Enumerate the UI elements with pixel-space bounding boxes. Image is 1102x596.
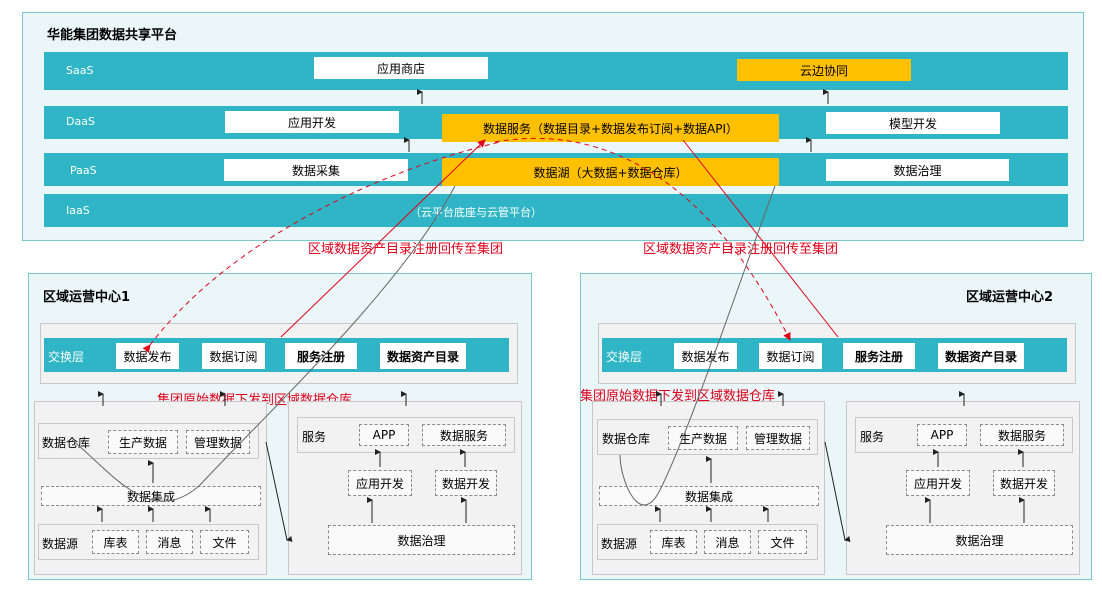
region1-file-box: 文件 — [200, 530, 249, 554]
region1-governance-box: 数据治理 — [328, 525, 515, 555]
model-dev-box: 模型开发 — [826, 112, 1000, 134]
region1-management-data-box: 管理数据 — [186, 430, 250, 454]
daas-layer-label: DaaS — [66, 115, 95, 128]
region2-message-box: 消息 — [704, 530, 751, 554]
paas-layer-label: PaaS — [70, 164, 97, 177]
region1-service-register-box: 服务注册 — [285, 343, 357, 369]
region2-table-box: 库表 — [650, 530, 697, 554]
platform-title: 华能集团数据共享平台 — [47, 28, 178, 43]
daas-app-dev-box: 应用开发 — [225, 111, 399, 133]
distribute-annotation-right: 集团原始数据下发到区域数据仓库 — [580, 389, 776, 404]
region2-subscribe-box: 数据订阅 — [759, 343, 822, 369]
region2-data-dev-box: 数据开发 — [993, 470, 1055, 496]
region1-arrows — [97, 391, 467, 542]
region1-production-data-box: 生产数据 — [108, 430, 178, 454]
region2-arrows — [655, 391, 1025, 542]
region1-source-label: 数据源 — [42, 537, 79, 551]
distribution-paths — [71, 185, 776, 506]
iaas-layer-bar — [44, 194, 1068, 227]
region1-data-service-box: 数据服务 — [422, 424, 506, 446]
region2-title: 区域运营中心2 — [966, 290, 1054, 305]
region2-exchange-label: 交换层 — [606, 350, 643, 364]
platform-up-arrows — [404, 89, 829, 152]
region1-data-dev-box: 数据开发 — [435, 470, 497, 496]
region1-app-dev-box: 应用开发 — [348, 470, 412, 496]
region2-file-box: 文件 — [758, 530, 807, 554]
iaas-description: （云平台底座与云管平台） — [410, 206, 542, 219]
region2-governance-box: 数据治理 — [886, 525, 1073, 555]
region1-subscribe-box: 数据订阅 — [202, 343, 265, 369]
region2-asset-catalog-box: 数据资产目录 — [938, 343, 1024, 369]
registration-paths — [142, 137, 839, 353]
region2-service-label: 服务 — [860, 430, 885, 444]
region1-integration-box: 数据集成 — [41, 486, 261, 506]
app-store-box: 应用商店 — [314, 57, 488, 79]
saas-layer-label: SaaS — [66, 64, 94, 77]
region1-app-box: APP — [359, 424, 409, 446]
region2-data-service-box: 数据服务 — [980, 424, 1064, 446]
region1-title: 区域运营中心1 — [43, 290, 131, 305]
region1-table-box: 库表 — [92, 530, 139, 554]
region1-warehouse-label: 数据仓库 — [42, 436, 91, 450]
region1-exchange-label: 交换层 — [48, 350, 85, 364]
register-annotation-left: 区域数据资产目录注册回传至集团 — [308, 242, 504, 257]
region2-app-dev-box: 应用开发 — [906, 470, 970, 496]
region2-source-label: 数据源 — [601, 537, 638, 551]
region2-service-register-box: 服务注册 — [843, 343, 915, 369]
region1-asset-catalog-box: 数据资产目录 — [380, 343, 466, 369]
region2-integration-box: 数据集成 — [599, 486, 819, 506]
data-lake-box: 数据湖（大数据+数据仓库） — [442, 158, 779, 186]
region1-service-label: 服务 — [302, 430, 327, 444]
data-collect-box: 数据采集 — [224, 159, 408, 181]
cloud-edge-box: 云边协同 — [737, 59, 911, 81]
region1-message-box: 消息 — [146, 530, 193, 554]
region2-management-data-box: 管理数据 — [746, 426, 810, 450]
data-governance-box: 数据治理 — [826, 159, 1009, 181]
iaas-layer-label: IaaS — [66, 204, 90, 217]
register-annotation-right: 区域数据资产目录注册回传至集团 — [643, 242, 839, 257]
data-service-box: 数据服务（数据目录+数据发布订阅+数据API） — [442, 114, 779, 142]
region2-app-box: APP — [917, 424, 967, 446]
region2-publish-box: 数据发布 — [674, 343, 737, 369]
region2-warehouse-label: 数据仓库 — [602, 432, 651, 446]
